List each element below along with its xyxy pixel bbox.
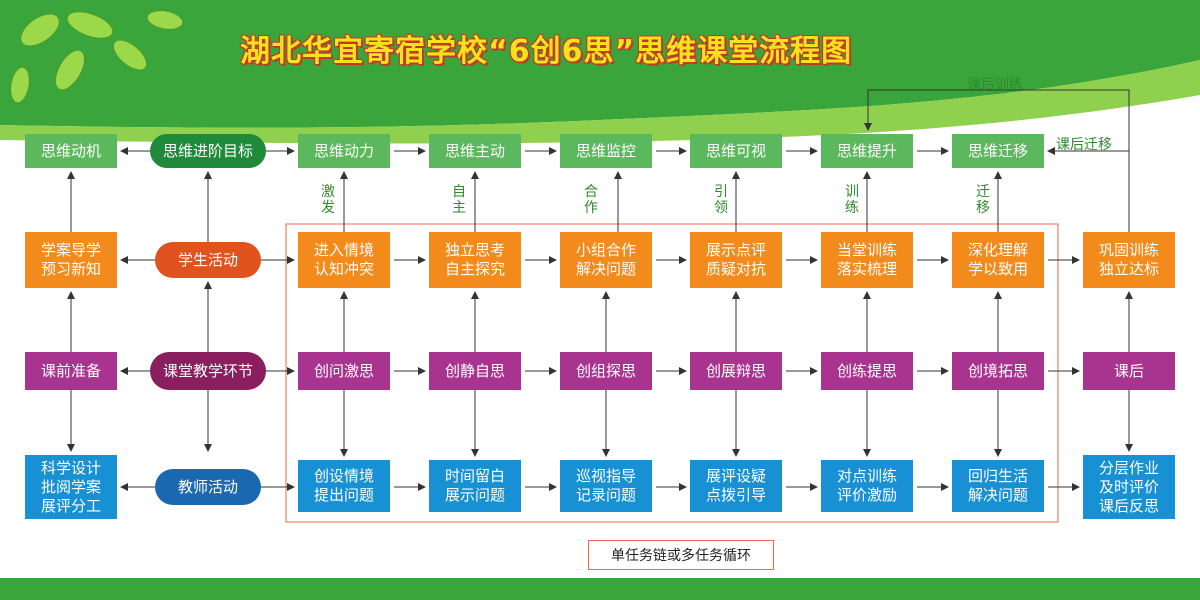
connector-label-3: 合 作 — [584, 184, 598, 216]
leaves-decoration — [10, 10, 184, 104]
row4-post: 分层作业 及时评价 课后反思 — [1083, 455, 1175, 519]
row1-step-5: 思维提升 — [821, 134, 913, 168]
row2-pre: 学案导学 预习新知 — [25, 232, 117, 288]
row4-step-4: 展评设疑 点拨引导 — [690, 460, 782, 512]
row3-step-2: 创静自思 — [429, 352, 521, 390]
row2-step-3: 小组合作 解决问题 — [560, 232, 652, 288]
row4-step-3: 巡视指导 记录问题 — [560, 460, 652, 512]
connector-label-1: 激 发 — [321, 184, 335, 216]
row3-step-5: 创练提思 — [821, 352, 913, 390]
row4-step-1: 创设情境 提出问题 — [298, 460, 390, 512]
row4-label: 教师活动 — [155, 469, 261, 505]
row3-post: 课后 — [1083, 352, 1175, 390]
cycle-note: 单任务链或多任务循环 — [588, 540, 774, 570]
row2-post: 巩固训练 独立达标 — [1083, 232, 1175, 288]
row2-step-1: 进入情境 认知冲突 — [298, 232, 390, 288]
row1-goal-label: 思维进阶目标 — [150, 134, 266, 168]
row2-label: 学生活动 — [155, 242, 261, 278]
cycle-frame — [285, 223, 1059, 523]
row2-step-4: 展示点评 质疑对抗 — [690, 232, 782, 288]
row3-step-6: 创境拓思 — [952, 352, 1044, 390]
connector-label-2: 自 主 — [452, 184, 466, 216]
loop-train-arrow — [864, 89, 1130, 232]
connector-label-4: 引 领 — [714, 184, 728, 216]
row1-motive: 思维动机 — [25, 134, 117, 168]
loop-label-train: 课后训练 — [967, 77, 1023, 93]
row4-step-6: 回归生活 解决问题 — [952, 460, 1044, 512]
row1-step-1: 思维动力 — [298, 134, 390, 168]
row4-pre: 科学设计 批阅学案 展评分工 — [25, 455, 117, 519]
row3-pre: 课前准备 — [25, 352, 117, 390]
row1-step-2: 思维主动 — [429, 134, 521, 168]
row3-step-3: 创组探思 — [560, 352, 652, 390]
row2-step-6: 深化理解 学以致用 — [952, 232, 1044, 288]
row1-step-3: 思维监控 — [560, 134, 652, 168]
row3-step-4: 创展辩思 — [690, 352, 782, 390]
row2-step-2: 独立思考 自主探究 — [429, 232, 521, 288]
row4-step-2: 时间留白 展示问题 — [429, 460, 521, 512]
connector-label-5: 训 练 — [845, 184, 859, 216]
loop-label-migrate: 课后迁移 — [1056, 137, 1112, 153]
row2-step-5: 当堂训练 落实梳理 — [821, 232, 913, 288]
connector-label-6: 迁 移 — [976, 184, 990, 216]
row3-step-1: 创问激思 — [298, 352, 390, 390]
row4-step-5: 对点训练 评价激励 — [821, 460, 913, 512]
row3-label: 课堂教学环节 — [150, 352, 266, 390]
row1-step-6: 思维迁移 — [952, 134, 1044, 168]
row1-step-4: 思维可视 — [690, 134, 782, 168]
page-title: 湖北华宜寄宿学校“6创6思”思维课堂流程图 — [240, 34, 853, 69]
